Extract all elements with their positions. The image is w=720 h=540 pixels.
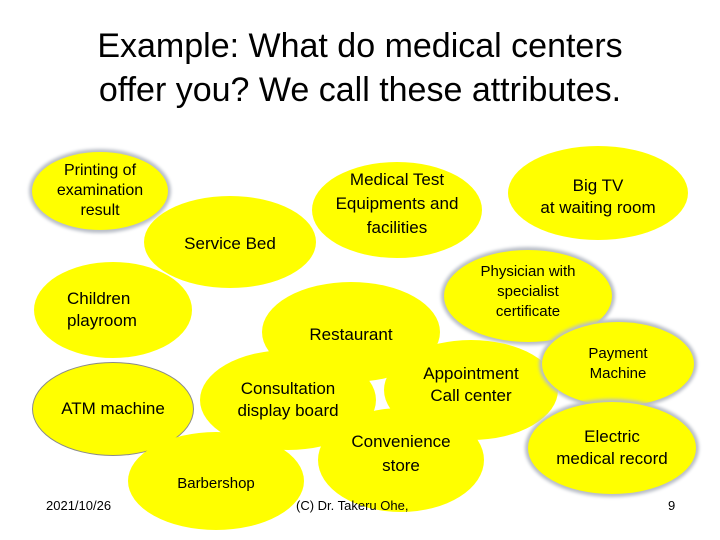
bubble-physician: Physician with specialist certificate <box>444 250 612 342</box>
bubble-children-playroom-label: Children playroom <box>67 289 137 330</box>
bubble-consultation-board-label: Consultation display board <box>237 379 339 420</box>
bubble-physician-label: Physician with specialist certificate <box>480 263 576 320</box>
bubble-convenience-store-label: Convenience store <box>351 432 451 475</box>
bubble-restaurant-label: Restaurant <box>309 325 393 344</box>
footer-page-number: 9 <box>668 498 676 513</box>
title-line-1: Example: What do medical centers <box>97 27 623 65</box>
bubble-atm-machine-label: ATM machine <box>61 399 165 418</box>
bubble-medical-test: Medical Test Equipments and facilities <box>312 162 482 258</box>
bubble-electric-record-label: Electric medical record <box>556 427 668 468</box>
bubble-electric-record: Electric medical record <box>528 402 696 494</box>
bubble-medical-test-label: Medical Test Equipments and facilities <box>335 170 459 237</box>
footer-copyright: (C) Dr. Takeru Ohe, <box>296 498 409 513</box>
bubble-appointment-label: Appointment Call center <box>423 364 519 405</box>
bubble-payment-machine-label: Payment Machine <box>588 345 648 382</box>
bubble-payment-machine: Payment Machine <box>542 322 694 406</box>
bubble-barbershop: Barbershop <box>128 432 304 530</box>
bubble-big-tv-label: Big TV at waiting room <box>540 176 656 217</box>
slide-title: Example: What do medical centers offer y… <box>0 24 720 112</box>
bubble-barbershop-label: Barbershop <box>177 474 255 492</box>
footer-date: 2021/10/26 <box>46 498 112 513</box>
bubble-atm-machine: ATM machine <box>32 362 194 456</box>
bubble-service-bed: Service Bed <box>144 196 316 288</box>
bubble-convenience-store: Convenience store <box>318 408 484 512</box>
bubble-big-tv: Big TV at waiting room <box>508 146 688 240</box>
title-line-2: offer you? We call these attributes. <box>98 71 622 109</box>
bubble-service-bed-label: Service Bed <box>184 234 276 253</box>
bubble-printing-result: Printing of examination result <box>32 152 168 230</box>
bubble-children-playroom: Children playroom <box>34 262 192 358</box>
bubble-printing-result-label: Printing of examination result <box>56 162 144 219</box>
